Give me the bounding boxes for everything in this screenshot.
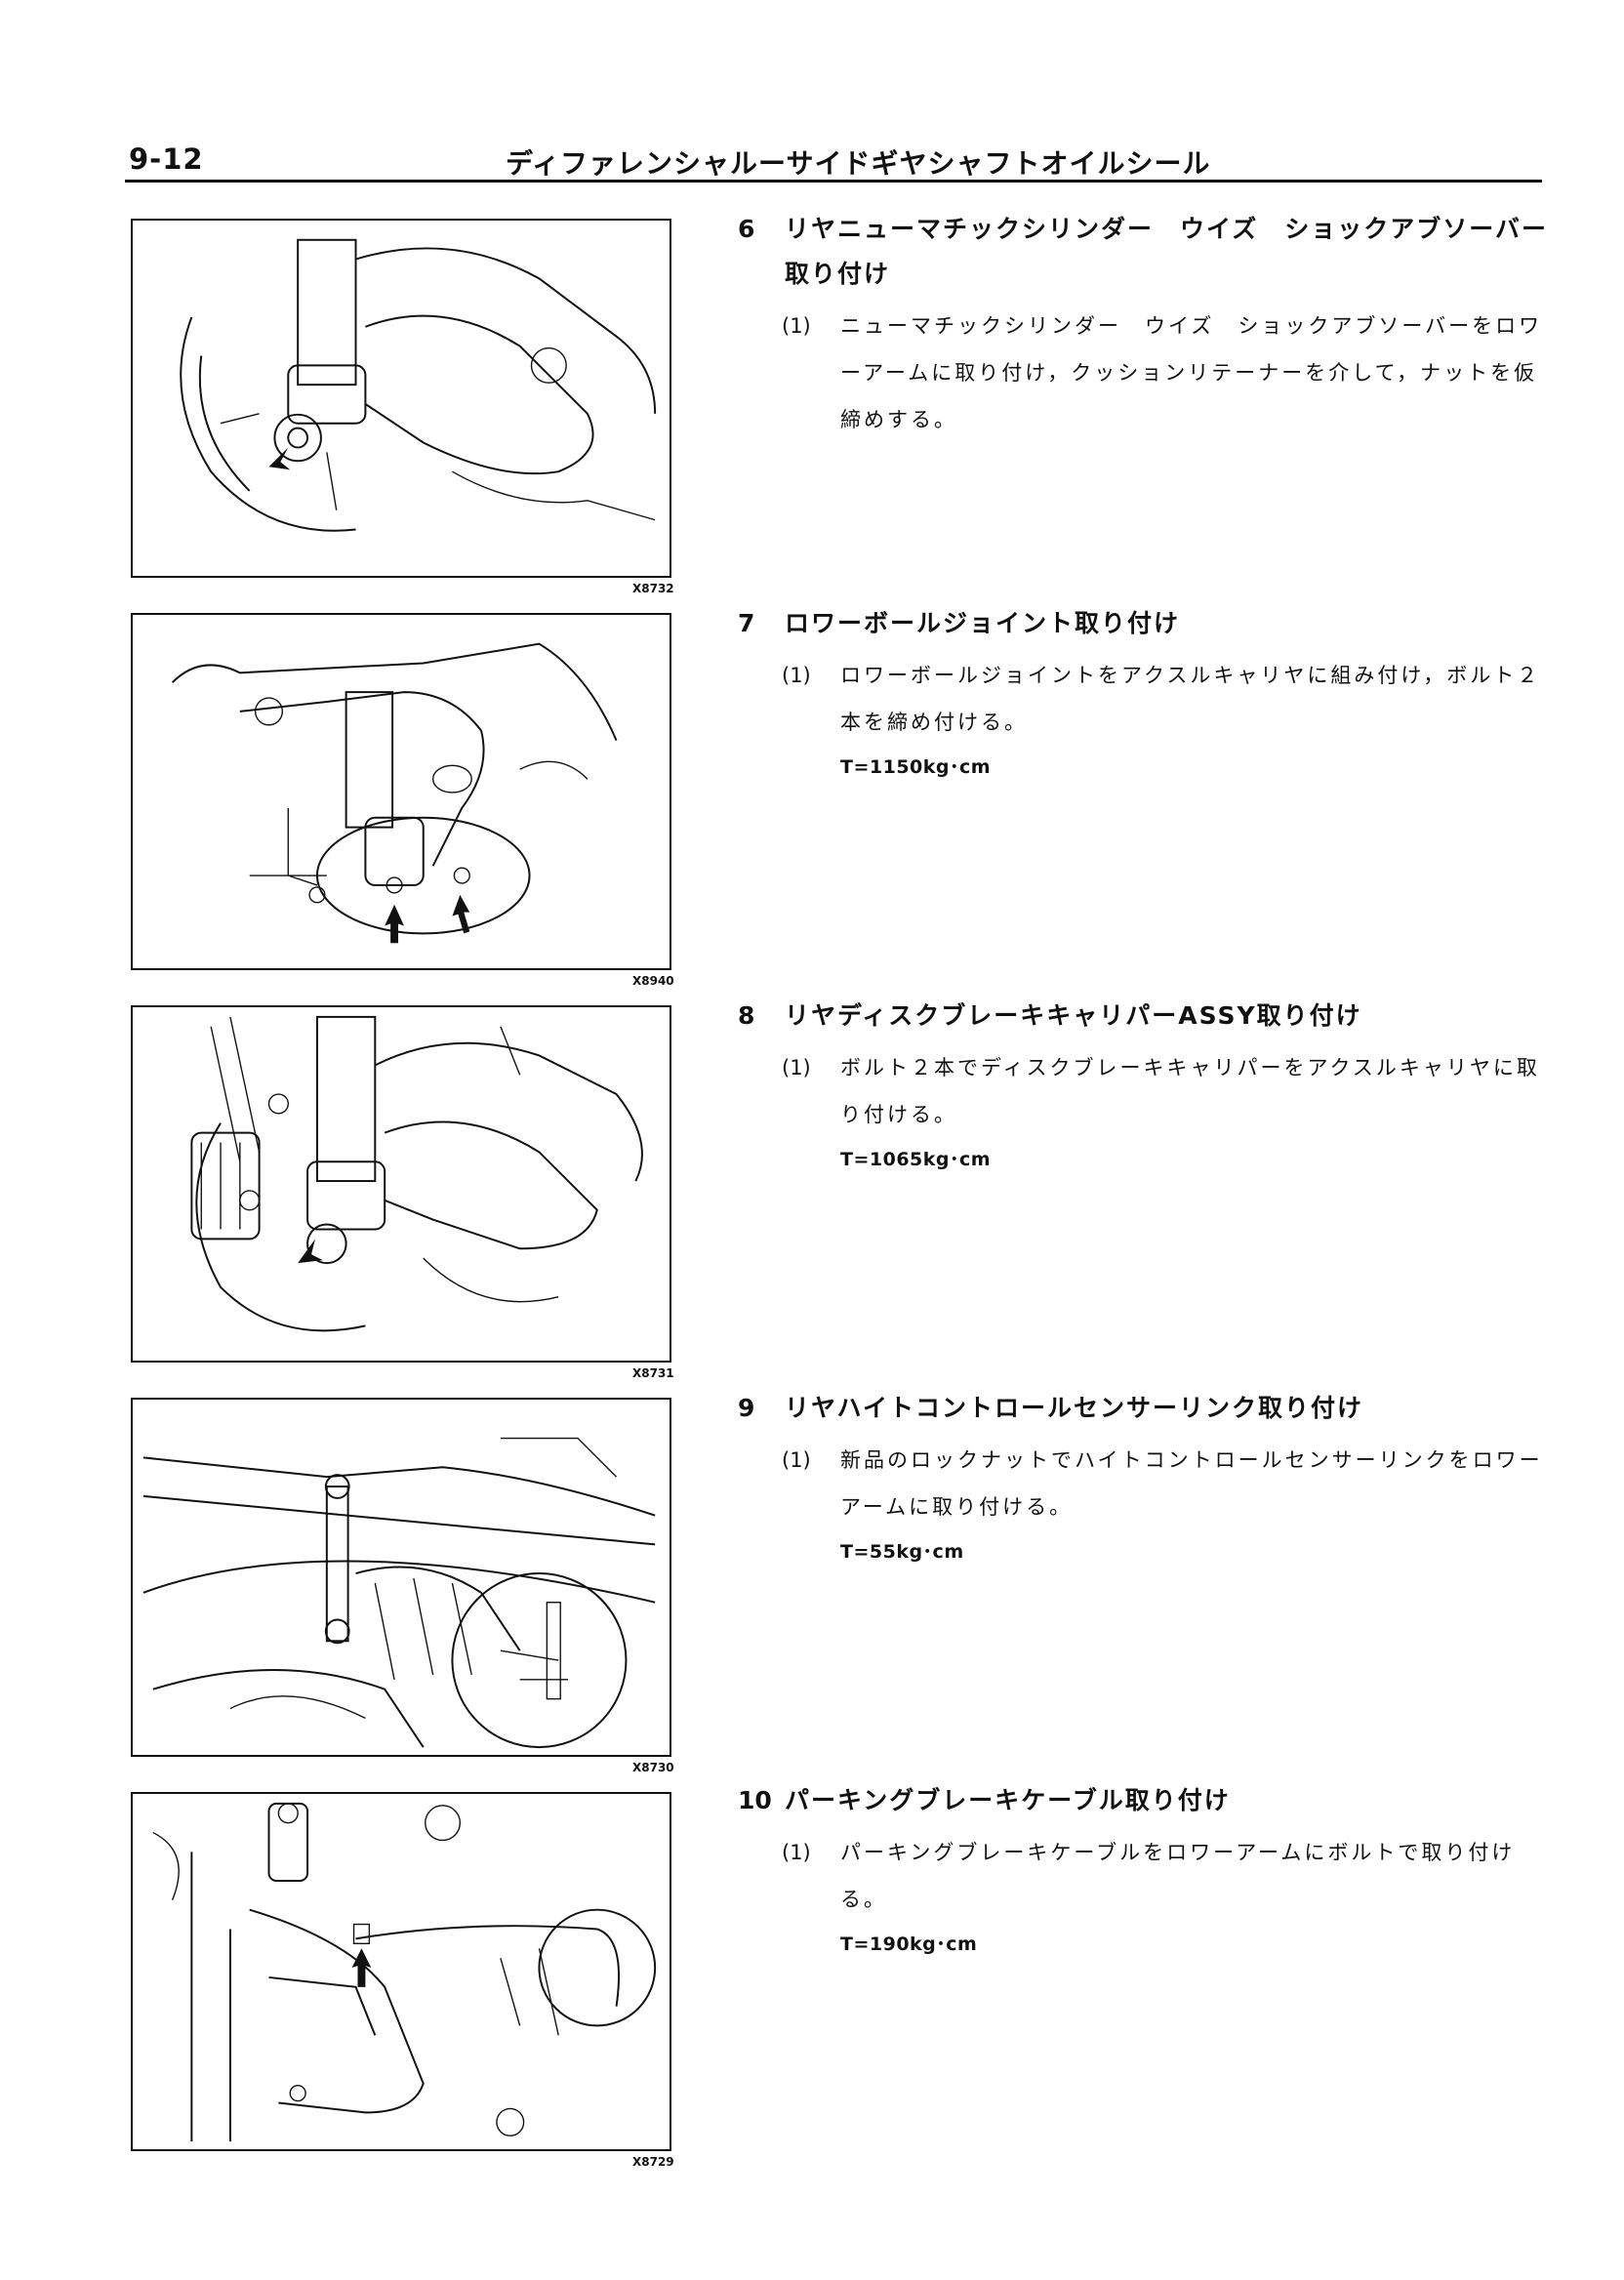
step-number: 6 bbox=[738, 215, 755, 243]
substep-marker: (1) bbox=[782, 314, 811, 338]
torque-spec: T=55kg･cm bbox=[840, 1541, 964, 1563]
figure-code: X8940 bbox=[632, 974, 674, 988]
header-divider bbox=[125, 180, 1542, 183]
parking-brake-illustration bbox=[152, 1802, 657, 2142]
step-8: 8 リヤディスクブレーキキャリパーASSY取り付け (1) ボルト２本でディスク… bbox=[738, 994, 1548, 1181]
substep-marker: (1) bbox=[782, 1448, 811, 1472]
substep: (1) ロワーボールジョイントをアクスルキャリヤに組み付け，ボルト２本を締め付け… bbox=[738, 652, 1548, 746]
figure-lower-ball-joint bbox=[131, 613, 671, 970]
substep: (1) ニューマチックシリンダー ウイズ ショックアブソーバーをロワーアームに取… bbox=[738, 303, 1548, 443]
substep-marker: (1) bbox=[782, 664, 811, 687]
step-number: 10 bbox=[738, 1786, 772, 1814]
substep-marker: (1) bbox=[782, 1841, 811, 1864]
substep-text: ボルト２本でディスクブレーキキャリパーをアクスルキャリヤに取り付ける。 bbox=[840, 1056, 1540, 1126]
figure-code: X8730 bbox=[632, 1761, 674, 1774]
page-title: ディファレンシャルーサイドギヤシャフトオイルシール bbox=[506, 147, 1211, 180]
step-title: ロワーボールジョイント取り付け bbox=[785, 609, 1181, 637]
step-7: 7 ロワーボールジョイント取り付け (1) ロワーボールジョイントをアクスルキャ… bbox=[738, 601, 1548, 789]
figure-parking-brake-cable bbox=[131, 1792, 671, 2151]
substep-text: ロワーボールジョイントをアクスルキャリヤに組み付け，ボルト２本を締め付ける。 bbox=[840, 664, 1541, 734]
step-6: 6 リヤニューマチックシリンダー ウイズ ショックアブソーバー取り付け (1) … bbox=[738, 207, 1548, 443]
torque-spec: T=190kg･cm bbox=[840, 1934, 978, 1955]
figure-code: X8731 bbox=[632, 1366, 674, 1380]
torque-spec: T=1150kg･cm bbox=[840, 756, 992, 778]
figure-code: X8732 bbox=[632, 582, 674, 595]
figure-disc-brake-caliper bbox=[131, 1005, 671, 1363]
step-heading: 7 ロワーボールジョイント取り付け bbox=[738, 601, 1548, 646]
step-heading: 8 リヤディスクブレーキキャリパーASSY取り付け bbox=[738, 994, 1548, 1038]
step-title: リヤニューマチックシリンダー ウイズ ショックアブソーバー取り付け bbox=[785, 215, 1549, 288]
torque-spec: T=1065kg･cm bbox=[840, 1149, 992, 1170]
brake-caliper-illustration bbox=[190, 1015, 643, 1332]
step-heading: 9 リヤハイトコントロールセンサーリンク取り付け bbox=[738, 1386, 1548, 1431]
page-number: 9-12 bbox=[129, 142, 204, 176]
step-title: リヤディスクブレーキキャリパーASSY取り付け bbox=[785, 1001, 1362, 1030]
step-9: 9 リヤハイトコントロールセンサーリンク取り付け (1) 新品のロックナットでハ… bbox=[738, 1386, 1548, 1573]
step-heading: 6 リヤニューマチックシリンダー ウイズ ショックアブソーバー取り付け bbox=[738, 207, 1548, 297]
sensor-link-illustration bbox=[142, 1437, 656, 1749]
shock-absorber-illustration bbox=[180, 238, 657, 532]
figure-shock-absorber-mount bbox=[131, 219, 671, 578]
ball-joint-illustration bbox=[171, 642, 618, 944]
substep: (1) パーキングブレーキケーブルをロワーアームにボルトで取り付ける。 bbox=[738, 1829, 1548, 1923]
step-10: 10 パーキングブレーキケーブル取り付け (1) パーキングブレーキケーブルをロ… bbox=[738, 1778, 1548, 1966]
figure-code: X8729 bbox=[632, 2155, 674, 2169]
substep: (1) 新品のロックナットでハイトコントロールセンサーリンクをロワーアームに取り… bbox=[738, 1437, 1548, 1530]
step-number: 9 bbox=[738, 1394, 755, 1422]
substep: (1) ボルト２本でディスクブレーキキャリパーをアクスルキャリヤに取り付ける。 bbox=[738, 1044, 1548, 1138]
step-heading: 10 パーキングブレーキケーブル取り付け bbox=[738, 1778, 1548, 1823]
substep-text: 新品のロックナットでハイトコントロールセンサーリンクをロワーアームに取り付ける。 bbox=[840, 1448, 1543, 1519]
substep-marker: (1) bbox=[782, 1056, 811, 1079]
figure-height-control-sensor-link bbox=[131, 1398, 671, 1757]
step-number: 7 bbox=[738, 609, 755, 637]
substep-text: パーキングブレーキケーブルをロワーアームにボルトで取り付ける。 bbox=[840, 1841, 1516, 1911]
step-number: 8 bbox=[738, 1001, 755, 1030]
step-title: リヤハイトコントロールセンサーリンク取り付け bbox=[785, 1394, 1364, 1422]
substep-text: ニューマチックシリンダー ウイズ ショックアブソーバーをロワーアームに取り付け，… bbox=[840, 314, 1543, 431]
step-title: パーキングブレーキケーブル取り付け bbox=[785, 1786, 1231, 1814]
